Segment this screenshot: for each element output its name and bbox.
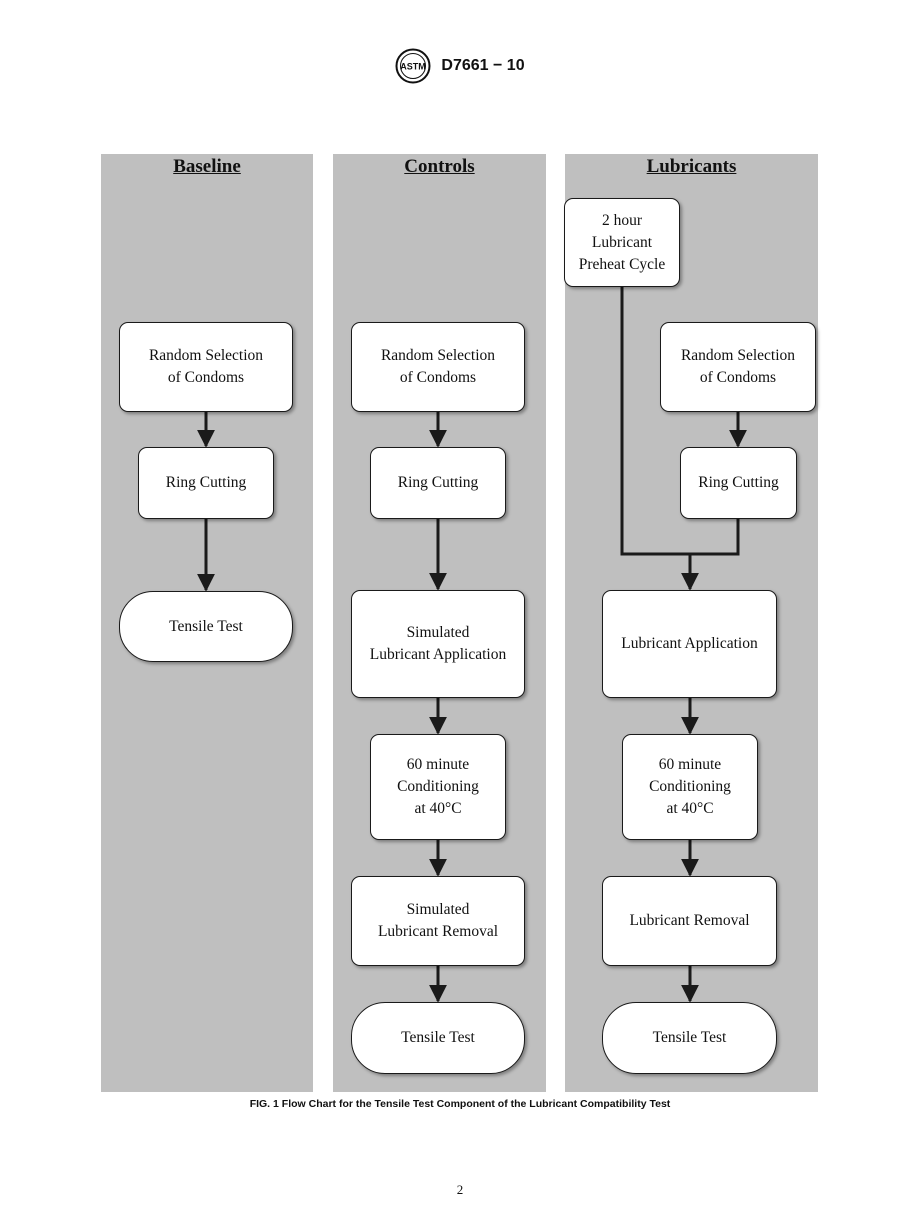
lubricants-removal-box: Lubricant Removal: [602, 876, 777, 966]
baseline-random-selection-box: Random Selection of Condoms: [119, 322, 293, 412]
page-header: ASTM D7661 − 10: [0, 46, 920, 86]
controls-tensile-test-box: Tensile Test: [351, 1002, 525, 1074]
page-number: 2: [456, 1182, 464, 1197]
lane-title-controls: Controls: [404, 156, 475, 177]
lubricants-conditioning-box: 60 minute Conditioning at 40°C: [622, 734, 758, 840]
baseline-ring-cutting-box: Ring Cutting: [138, 447, 274, 519]
lane-title-lubricants: Lubricants: [646, 156, 737, 177]
baseline-tensile-test-box: Tensile Test: [119, 591, 293, 662]
controls-simulated-removal-box: Simulated Lubricant Removal: [351, 876, 525, 966]
lubricants-preheat-cycle-box: 2 hour Lubricant Preheat Cycle: [564, 198, 680, 287]
controls-random-selection-box: Random Selection of Condoms: [351, 322, 525, 412]
lubricants-ring-cutting-box: Ring Cutting: [680, 447, 797, 519]
lubricants-application-box: Lubricant Application: [602, 590, 777, 698]
logo-text: ASTM: [401, 62, 427, 72]
controls-conditioning-box: 60 minute Conditioning at 40°C: [370, 734, 506, 840]
lubricants-tensile-test-box: Tensile Test: [602, 1002, 777, 1074]
lane-title-baseline: Baseline: [173, 156, 241, 177]
controls-ring-cutting-box: Ring Cutting: [370, 447, 506, 519]
figure-caption: FIG. 1 Flow Chart for the Tensile Test C…: [249, 1098, 671, 1110]
astm-logo-icon: ASTM: [395, 48, 431, 84]
lubricants-random-selection-box: Random Selection of Condoms: [660, 322, 816, 412]
controls-simulated-application-box: Simulated Lubricant Application: [351, 590, 525, 698]
document-id: D7661 − 10: [441, 57, 525, 74]
